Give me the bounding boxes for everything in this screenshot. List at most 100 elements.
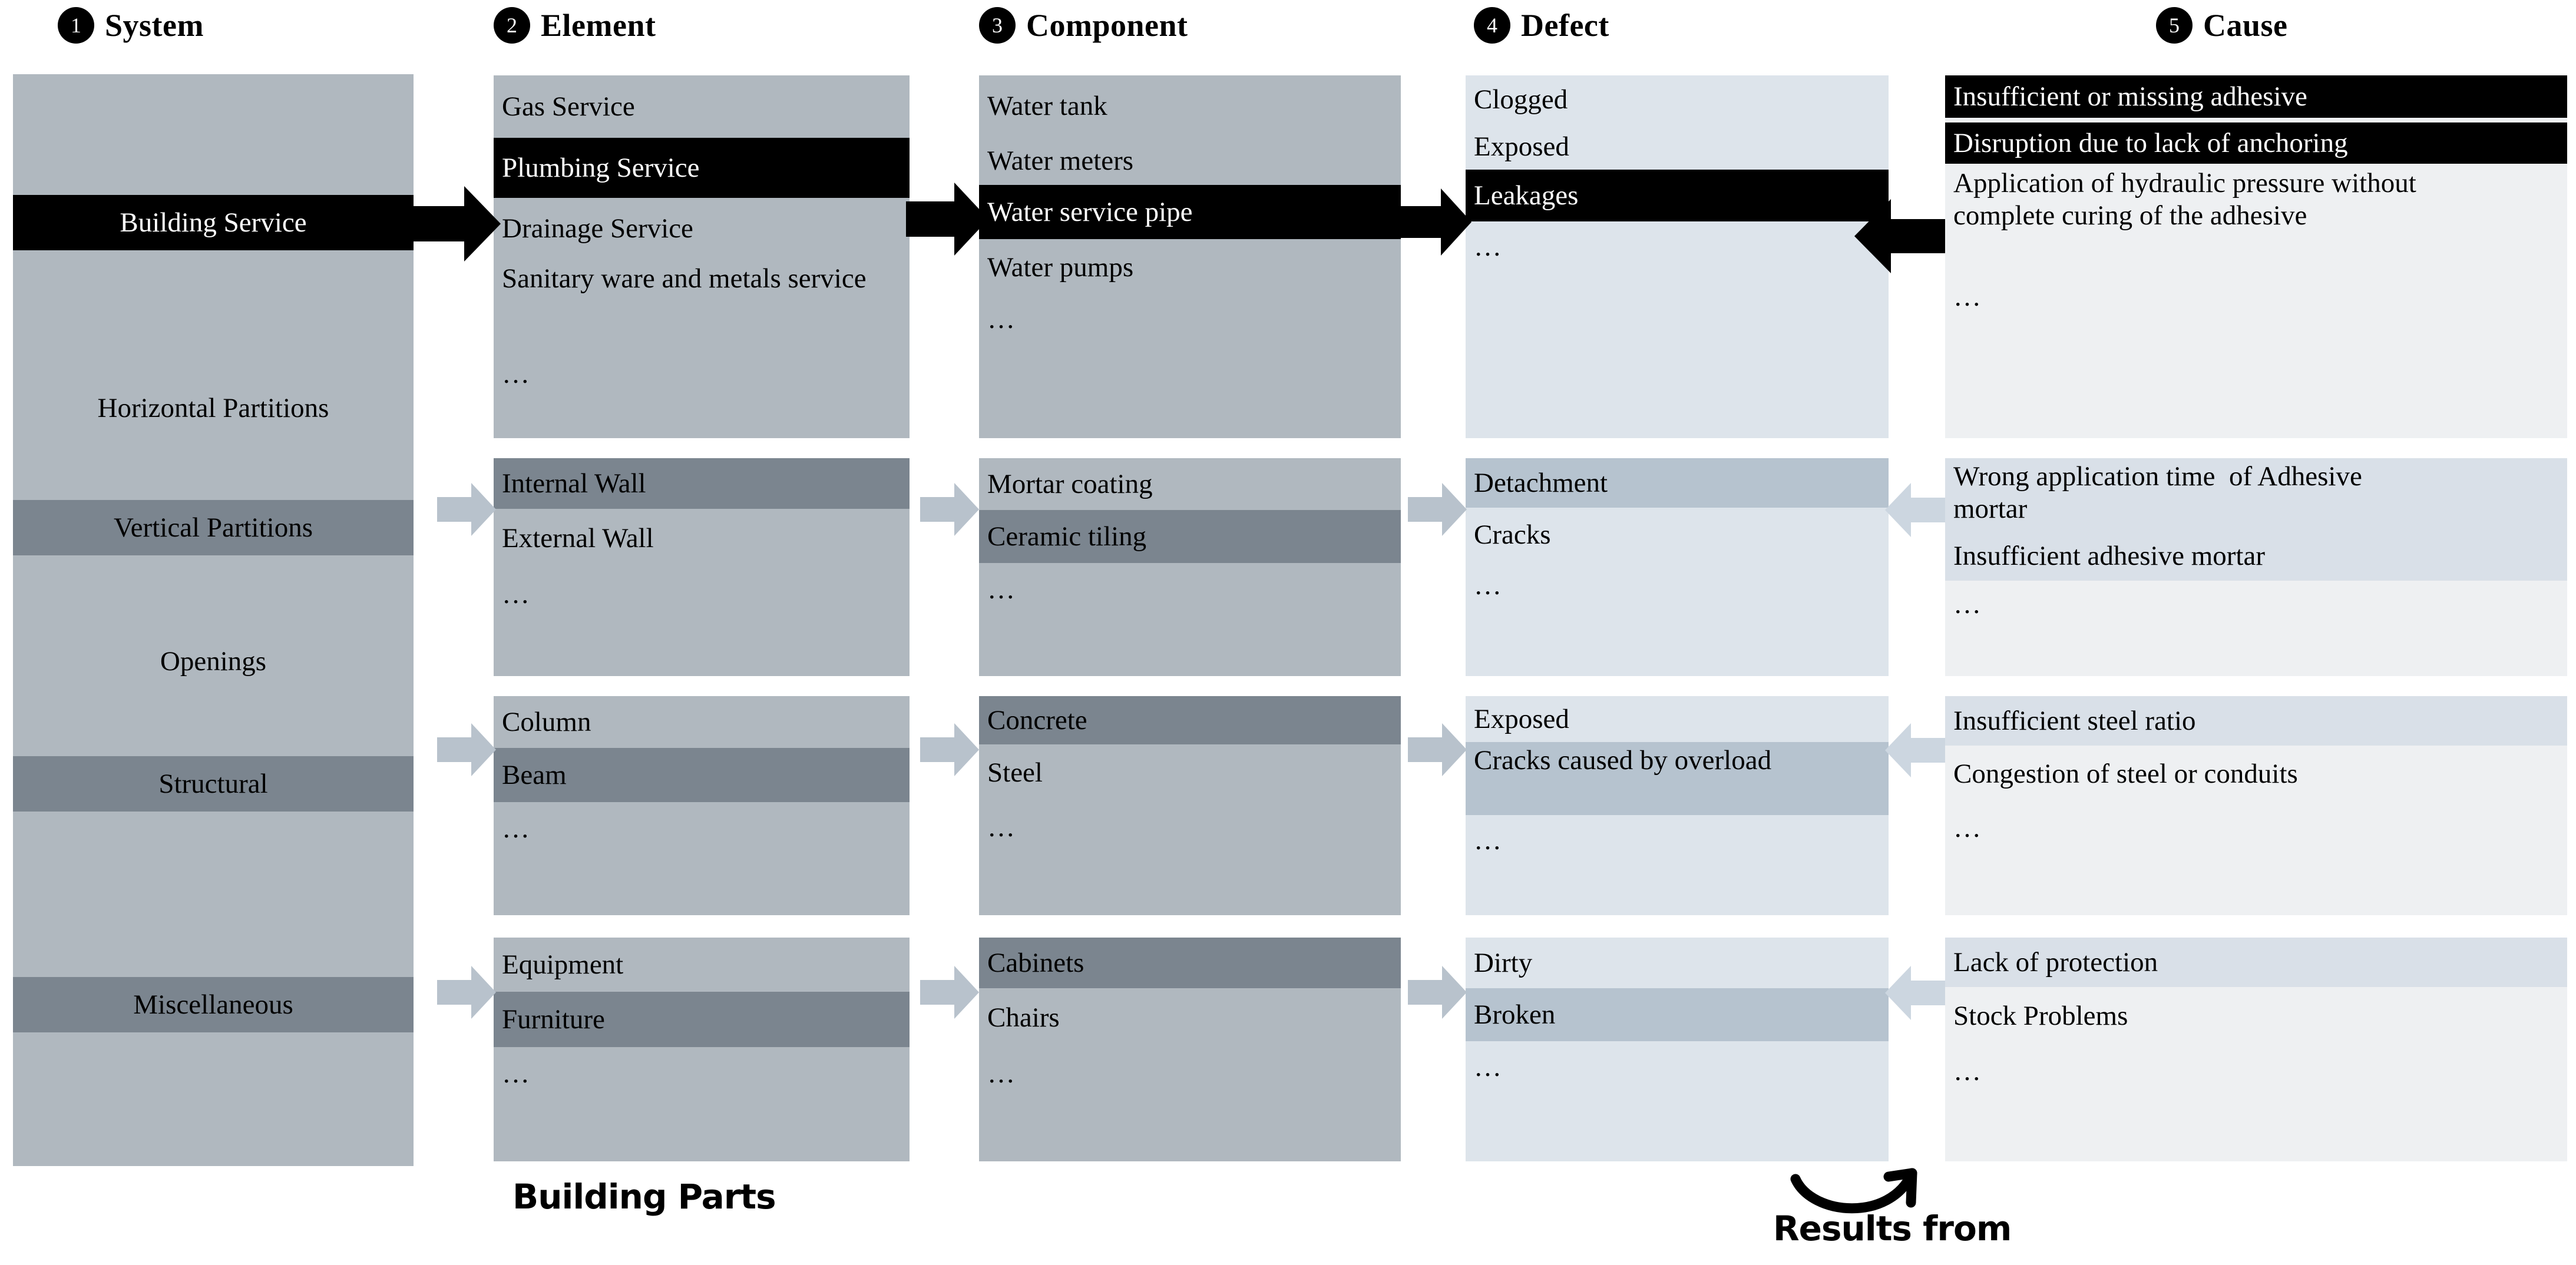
defect-row-selected[interactable]: Broken: [1466, 988, 1889, 1041]
column-header-component: 3 Component: [979, 7, 1188, 44]
step-number-badge-5: 5: [2156, 7, 2193, 44]
defect-row[interactable]: Exposed: [1474, 703, 1569, 734]
column-title-cause: Cause: [2203, 8, 2288, 43]
cause-row-ellipsis: …: [1953, 1055, 1983, 1087]
defect-row-ellipsis: …: [1474, 231, 1504, 262]
defect-row[interactable]: Clogged: [1474, 84, 1568, 115]
component-row-selected[interactable]: Concrete: [979, 696, 1401, 744]
caption-building-parts: Building Parts: [512, 1177, 776, 1217]
arrow-right-icon-element-to-component: [906, 183, 988, 256]
arrow-right-icon-component-to-defect-4: [1408, 966, 1467, 1019]
element-row-ellipsis: …: [502, 578, 532, 610]
column-title-defect: Defect: [1521, 8, 1609, 43]
arrow-right-icon-component-to-defect-3: [1408, 723, 1467, 776]
system-item-openings[interactable]: Openings: [13, 634, 414, 689]
arrow-right-icon-component-to-defect: [1397, 188, 1471, 256]
element-group-miscellaneous: Equipment Furniture …: [494, 938, 910, 1161]
system-item-vertical-partitions[interactable]: Vertical Partitions: [13, 500, 414, 555]
defect-row-selected[interactable]: Detachment: [1466, 458, 1889, 508]
component-row[interactable]: Mortar coating: [987, 468, 1153, 499]
column-title-component: Component: [1026, 8, 1188, 43]
defect-row-selected[interactable]: Leakages: [1466, 170, 1889, 221]
component-group-plumbing: Water tank Water meters Water service pi…: [979, 75, 1401, 438]
cause-group-plumbing: Insufficient or missing adhesive Disrupt…: [1945, 75, 2567, 438]
defect-row[interactable]: Exposed: [1474, 131, 1569, 162]
cause-row-selected[interactable]: Insufficient steel ratio: [1945, 696, 2567, 746]
system-item-label: Building Service: [120, 207, 307, 238]
component-row[interactable]: Water pumps: [987, 251, 1134, 283]
defect-row-ellipsis: …: [1474, 1051, 1504, 1082]
system-item-miscellaneous[interactable]: Miscellaneous: [13, 977, 414, 1032]
component-row-selected[interactable]: Cabinets: [979, 938, 1401, 988]
cause-group-structural: Insufficient steel ratio Congestion of s…: [1945, 696, 2567, 915]
defect-group-structural: Exposed Cracks caused by overload …: [1466, 696, 1889, 915]
defect-group-miscellaneous: Dirty Broken …: [1466, 938, 1889, 1161]
system-item-label: Structural: [158, 769, 268, 799]
component-row[interactable]: Steel: [987, 757, 1043, 788]
system-item-horizontal-partitions[interactable]: Horizontal Partitions: [13, 380, 414, 436]
defect-row[interactable]: Dirty: [1474, 947, 1533, 978]
element-row[interactable]: External Wall: [502, 522, 654, 554]
cause-group-miscellaneous: Lack of protection Stock Problems …: [1945, 938, 2567, 1161]
column-title-element: Element: [541, 8, 656, 43]
element-row[interactable]: Drainage Service: [502, 213, 693, 244]
component-group-structural: Concrete Steel …: [979, 696, 1401, 915]
cause-row-ellipsis: …: [1953, 588, 1983, 620]
component-row-selected[interactable]: Water service pipe: [979, 185, 1401, 239]
element-row[interactable]: Equipment: [502, 949, 624, 980]
cause-row[interactable]: Stock Problems: [1953, 1000, 2128, 1031]
cause-row[interactable]: Application of hydraulic pressure withou…: [1953, 168, 2423, 231]
component-row[interactable]: Water meters: [987, 145, 1134, 176]
element-row-ellipsis: …: [502, 358, 532, 389]
cause-row-selected[interactable]: Disruption due to lack of anchoring: [1945, 122, 2567, 164]
arrow-right-icon-system-to-element-2: [437, 483, 496, 536]
column-header-cause: 5 Cause: [2156, 7, 2288, 44]
element-row[interactable]: Column: [502, 706, 591, 737]
defect-row-selected[interactable]: Cracks caused by overload: [1466, 742, 1889, 815]
defect-row-ellipsis: …: [1474, 569, 1504, 601]
component-row-ellipsis: …: [987, 1058, 1017, 1089]
step-number-badge-2: 2: [494, 7, 530, 44]
cause-row-selected[interactable]: Insufficient or missing adhesive: [1945, 75, 2567, 118]
element-row-ellipsis: …: [502, 1058, 532, 1089]
element-row[interactable]: Sanitary ware and metals service: [502, 263, 867, 294]
component-row[interactable]: Water tank: [987, 90, 1107, 121]
cause-row-selected[interactable]: Wrong application time of Adhesive morta…: [1945, 458, 2567, 531]
element-row-selected[interactable]: Furniture: [494, 992, 910, 1047]
element-row-selected[interactable]: Beam: [494, 748, 910, 802]
arrow-left-icon-cause-to-defect-3: [1885, 723, 1945, 777]
component-row-ellipsis: …: [987, 574, 1017, 605]
arrow-left-icon-cause-to-defect: [1854, 199, 1945, 273]
step-number-badge-1: 1: [58, 7, 94, 44]
column-header-element: 2 Element: [494, 7, 656, 44]
element-group-building-service: Gas Service Plumbing Service Drainage Se…: [494, 75, 910, 438]
cause-row-ellipsis: …: [1953, 812, 1983, 843]
arrow-right-icon-element-to-component-2: [920, 483, 979, 536]
cause-row-selected[interactable]: Insufficient adhesive mortar: [1945, 531, 2567, 581]
column-title-system: System: [105, 8, 204, 43]
system-item-building-service[interactable]: Building Service: [13, 195, 414, 250]
element-group-structural: Column Beam …: [494, 696, 910, 915]
element-row[interactable]: Gas Service: [502, 91, 635, 122]
arrow-right-icon-component-to-defect-2: [1408, 483, 1467, 536]
cause-row-spacer: [1945, 118, 2567, 122]
element-group-vertical-partitions: Internal Wall External Wall …: [494, 458, 910, 676]
element-row-selected[interactable]: Internal Wall: [494, 458, 910, 509]
defect-group-wall: Detachment Cracks …: [1466, 458, 1889, 676]
system-item-structural[interactable]: Structural: [13, 756, 414, 812]
arrow-right-icon-element-to-component-4: [920, 966, 979, 1019]
defect-row[interactable]: Cracks: [1474, 519, 1551, 550]
cause-row-selected[interactable]: Lack of protection: [1945, 938, 2567, 987]
defect-row-ellipsis: …: [1474, 824, 1504, 856]
element-row-selected[interactable]: Plumbing Service: [494, 138, 910, 198]
component-row-selected[interactable]: Ceramic tiling: [979, 510, 1401, 563]
system-item-label: Miscellaneous: [133, 989, 293, 1020]
arrow-right-icon-system-to-element-3: [437, 723, 496, 776]
system-item-label: Openings: [160, 646, 267, 677]
component-row[interactable]: Chairs: [987, 1002, 1060, 1033]
arrow-right-icon-system-to-element: [412, 186, 501, 261]
cause-row[interactable]: Congestion of steel or conduits: [1953, 758, 2298, 789]
arrow-left-icon-cause-to-defect-4: [1885, 966, 1945, 1020]
component-group-wall: Mortar coating Ceramic tiling …: [979, 458, 1401, 676]
